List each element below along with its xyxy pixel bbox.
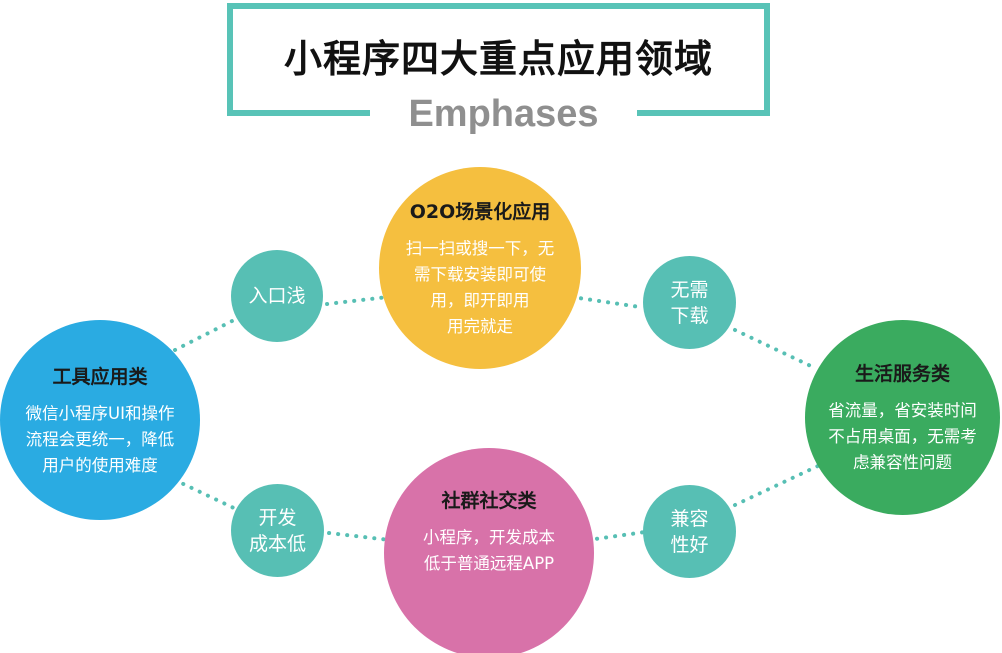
social-line: 小程序，开发成本 — [423, 528, 555, 547]
entry-label: 入口浅 — [248, 285, 306, 307]
connector-entry-o2o — [316, 295, 390, 307]
o2o-line: 用完就走 — [447, 316, 513, 336]
no-download-label: 无需 — [670, 278, 709, 301]
no-download-label: 下载 — [670, 304, 709, 327]
circle-social: 社群社交类 小程序，开发成本 低于普通远程APP — [384, 448, 594, 653]
o2o-line: 用，即开即用 — [430, 290, 530, 310]
connector-tools-entry — [173, 316, 240, 352]
social-line: 低于普通远程APP — [423, 554, 555, 573]
tools-line: 流程会更统一，降低 — [25, 429, 175, 449]
connector-devcost-social — [318, 530, 392, 542]
circle-life: 生活服务类 省流量，省安装时间 不占用桌面，无需考 虑兼容性问题 — [805, 320, 1000, 515]
connector-tools-devcost — [173, 478, 240, 512]
tools-line: 微信小程序UI和操作 — [25, 403, 175, 423]
tools-line: 用户的使用难度 — [42, 455, 158, 475]
circle-tools: 工具应用类 微信小程序UI和操作 流程会更统一，降低 用户的使用难度 — [0, 320, 200, 520]
o2o-line: 扫一扫或搜一下，无 — [405, 238, 555, 258]
connector-nodownload-life — [733, 328, 817, 370]
connector-compat-life — [733, 463, 822, 507]
title-frame — [227, 3, 770, 110]
title-frame-bottom-right — [637, 110, 770, 116]
circle-entry: 入口浅 — [231, 250, 323, 342]
title-frame-bottom-left — [227, 110, 370, 116]
circle-o2o: O2O场景化应用 扫一扫或搜一下，无 需下载安装即可使 用，即开即用 用完就走 — [379, 167, 581, 369]
o2o-title: O2O场景化应用 — [409, 200, 551, 223]
social-title: 社群社交类 — [441, 490, 537, 512]
circle-dev-cost: 开发 成本低 — [231, 484, 324, 577]
connector-o2o-nodownload — [570, 295, 642, 309]
compat-label: 兼容 — [670, 507, 709, 530]
circle-no-download: 无需 下载 — [643, 256, 736, 349]
page-title: 小程序四大重点应用领域 — [283, 37, 713, 81]
page-subtitle: Emphases — [408, 93, 599, 135]
tools-title: 工具应用类 — [52, 365, 148, 388]
life-line: 省流量，省安装时间 — [828, 401, 977, 420]
circle-compat: 兼容 性好 — [643, 485, 736, 578]
o2o-line: 需下载安装即可使 — [414, 264, 546, 284]
life-line: 不占用桌面，无需考 — [828, 427, 977, 446]
life-line: 虑兼容性问题 — [853, 453, 952, 472]
dev-cost-label: 成本低 — [248, 532, 306, 555]
life-title: 生活服务类 — [854, 363, 950, 385]
dev-cost-label: 开发 — [258, 506, 297, 529]
connector-social-compat — [586, 530, 647, 542]
compat-label: 性好 — [670, 533, 709, 556]
